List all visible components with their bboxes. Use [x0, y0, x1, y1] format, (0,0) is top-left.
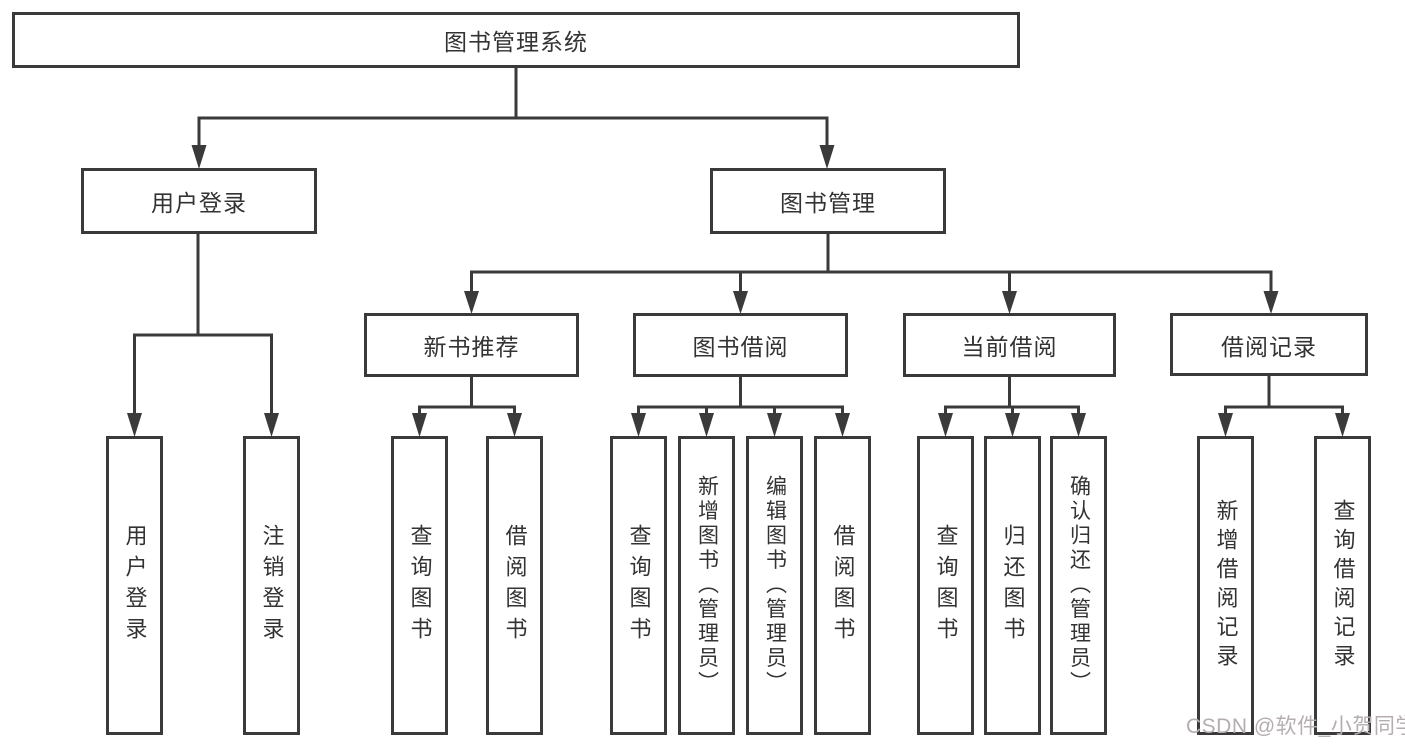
leaf-add-books-admin: 新增图书（管理员） — [678, 436, 735, 735]
leaf-confirm-return-admin: 确认归还（管理员） — [1050, 436, 1107, 735]
node-label: 借阅记录 — [1221, 333, 1317, 360]
leaf-label: 查询图书 — [626, 523, 652, 648]
node-new-book-recommend: 新书推荐 — [364, 313, 579, 377]
leaf-label: 借阅图书 — [502, 523, 528, 648]
node-borrow-records: 借阅记录 — [1170, 313, 1368, 376]
leaf-add-borrow-record: 新增借阅记录 — [1197, 436, 1254, 735]
leaf-logout: 注销登录 — [243, 436, 300, 735]
node-user-login: 用户登录 — [81, 168, 317, 234]
node-current-borrow: 当前借阅 — [903, 313, 1116, 377]
leaf-label: 归还图书 — [1000, 523, 1026, 648]
node-label: 当前借阅 — [961, 334, 1058, 360]
leaf-label: 查询图书 — [933, 523, 959, 648]
node-book-borrow: 图书借阅 — [633, 313, 848, 377]
node-label: 图书管理系统 — [444, 29, 588, 55]
node-label: 用户登录 — [151, 190, 247, 216]
leaf-label: 借阅图书 — [830, 523, 856, 648]
leaf-label: 确认归还（管理员） — [1067, 475, 1091, 696]
node-label: 图书管理 — [780, 190, 876, 216]
leaf-label: 用户登录 — [122, 523, 148, 648]
node-book-management: 图书管理 — [710, 168, 946, 234]
node-system-root: 图书管理系统 — [12, 12, 1020, 68]
leaf-query-borrow-record: 查询借阅记录 — [1314, 436, 1371, 735]
leaf-return-books: 归还图书 — [984, 436, 1041, 735]
leaf-user-login: 用户登录 — [106, 436, 163, 735]
leaf-label: 新增图书（管理员） — [695, 475, 719, 696]
leaf-label: 新增借阅记录 — [1213, 498, 1239, 673]
leaf-query-books-borrow: 查询图书 — [610, 436, 667, 735]
csdn-watermark: CSDN @软件_小贺同学 — [1186, 715, 1405, 738]
leaf-label: 注销登录 — [259, 523, 285, 648]
leaf-query-books-recommend: 查询图书 — [391, 436, 448, 735]
leaf-borrow-books: 借阅图书 — [814, 436, 871, 735]
leaf-query-books-current: 查询图书 — [917, 436, 974, 735]
leaf-label: 编辑图书（管理员） — [763, 475, 787, 696]
leaf-label: 查询借阅记录 — [1330, 498, 1356, 673]
leaf-edit-books-admin: 编辑图书（管理员） — [746, 436, 803, 735]
leaf-label: 查询图书 — [407, 523, 433, 648]
node-label: 新书推荐 — [423, 334, 520, 360]
leaf-borrow-books-recommend: 借阅图书 — [486, 436, 543, 735]
node-label: 图书借阅 — [692, 334, 789, 360]
